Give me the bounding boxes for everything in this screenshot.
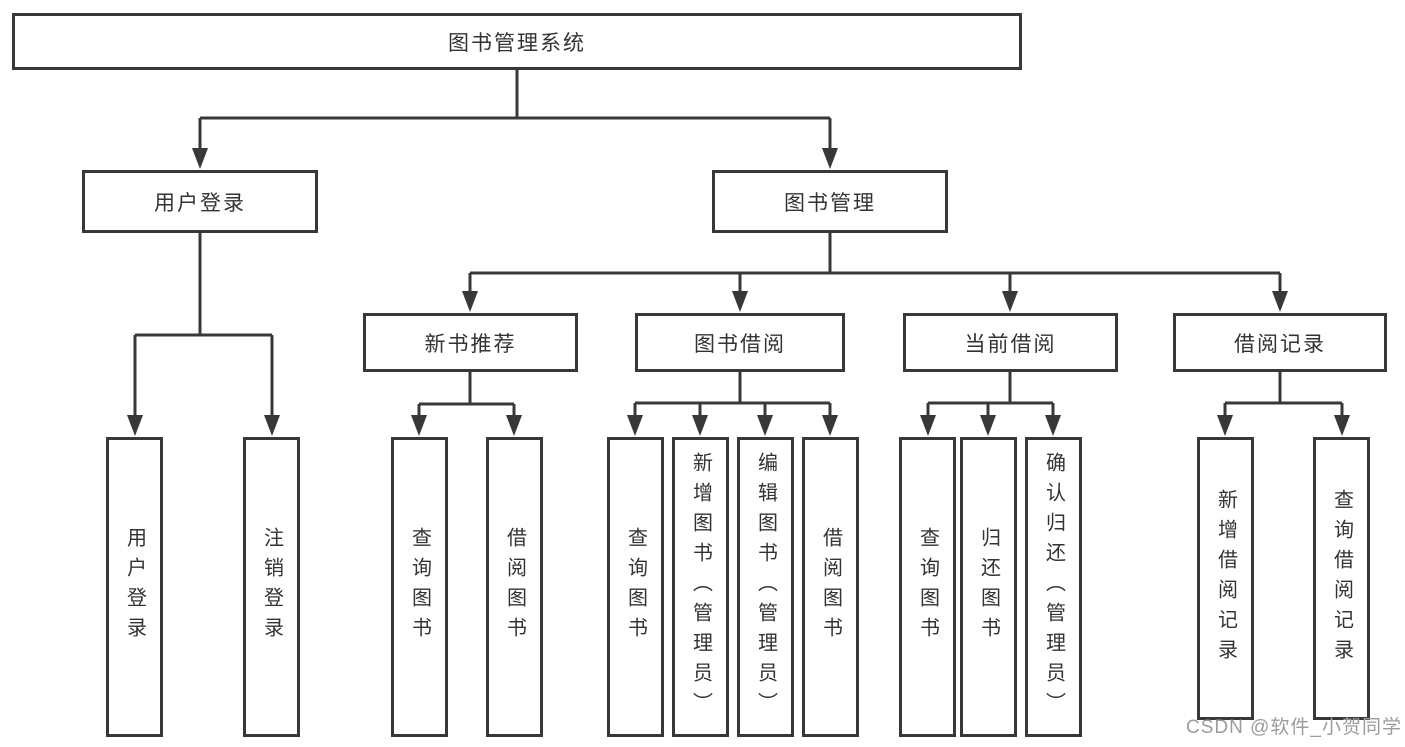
leaf-newbook-borrow-book-label: 借阅图书 — [503, 527, 526, 647]
node-book-management: 图书管理 — [712, 170, 948, 233]
arrow-down-icon — [506, 415, 522, 436]
leaf-borrow-borrow-book: 借阅图书 — [802, 437, 859, 737]
node-user-login: 用户登录 — [82, 170, 318, 233]
arrow-down-icon — [692, 415, 708, 436]
leaf-borrow-edit-book: 编辑图书（管理员） — [737, 437, 794, 737]
leaf-user-login: 用户登录 — [106, 437, 163, 737]
leaf-borrow-query-book-label: 查询图书 — [624, 527, 647, 647]
node-new-book-recommend: 新书推荐 — [363, 313, 578, 372]
node-book-borrow: 图书借阅 — [635, 313, 845, 372]
arrow-down-icon — [920, 415, 936, 436]
arrow-down-icon — [822, 148, 838, 169]
leaf-borrow-add-book: 新增图书（管理员） — [672, 437, 729, 737]
leaf-logout: 注销登录 — [243, 437, 300, 737]
node-borrow-records: 借阅记录 — [1173, 313, 1387, 372]
node-root-system: 图书管理系统 — [12, 13, 1022, 70]
arrow-down-icon — [264, 415, 280, 436]
arrow-down-icon — [822, 415, 838, 436]
arrow-down-icon — [462, 291, 478, 312]
node-current-borrow: 当前借阅 — [903, 313, 1118, 372]
arrow-down-icon — [127, 415, 143, 436]
leaf-records-query-record-label: 查询借阅记录 — [1330, 488, 1353, 669]
csdn-watermark: CSDN @软件_小贺同学 — [1186, 717, 1402, 738]
arrow-down-icon — [732, 291, 748, 312]
leaf-borrow-query-book: 查询图书 — [607, 437, 664, 737]
leaf-current-confirm-return: 确认归还（管理员） — [1025, 437, 1082, 737]
arrow-down-icon — [1272, 291, 1288, 312]
arrow-down-icon — [1045, 415, 1061, 436]
leaf-records-query-record: 查询借阅记录 — [1313, 437, 1370, 720]
leaf-current-return-book-label: 归还图书 — [977, 527, 1000, 647]
leaf-current-query-book-label: 查询图书 — [916, 527, 939, 647]
arrow-down-icon — [1334, 415, 1350, 436]
arrow-down-icon — [411, 415, 427, 436]
leaf-current-confirm-return-label: 确认归还（管理员） — [1042, 452, 1065, 722]
arrowhead-icons — [127, 148, 1350, 436]
leaf-current-query-book: 查询图书 — [899, 437, 956, 737]
leaf-logout-label: 注销登录 — [260, 527, 283, 647]
leaf-records-add-record: 新增借阅记录 — [1197, 437, 1254, 720]
leaf-newbook-borrow-book: 借阅图书 — [486, 437, 543, 737]
connector-lines — [133, 70, 1344, 416]
arrow-down-icon — [192, 148, 208, 169]
arrow-down-icon — [1002, 291, 1018, 312]
leaf-current-return-book: 归还图书 — [960, 437, 1017, 737]
leaf-user-login-label: 用户登录 — [123, 527, 146, 647]
leaf-newbook-query-book-label: 查询图书 — [408, 527, 431, 647]
arrow-down-icon — [1217, 415, 1233, 436]
arrow-down-icon — [627, 415, 643, 436]
leaf-borrow-edit-book-label: 编辑图书（管理员） — [754, 452, 777, 722]
leaf-newbook-query-book: 查询图书 — [391, 437, 448, 737]
leaf-records-add-record-label: 新增借阅记录 — [1214, 488, 1237, 669]
arrow-down-icon — [757, 415, 773, 436]
leaf-borrow-borrow-book-label: 借阅图书 — [819, 527, 842, 647]
arrow-down-icon — [980, 415, 996, 436]
leaf-borrow-add-book-label: 新增图书（管理员） — [689, 452, 712, 722]
